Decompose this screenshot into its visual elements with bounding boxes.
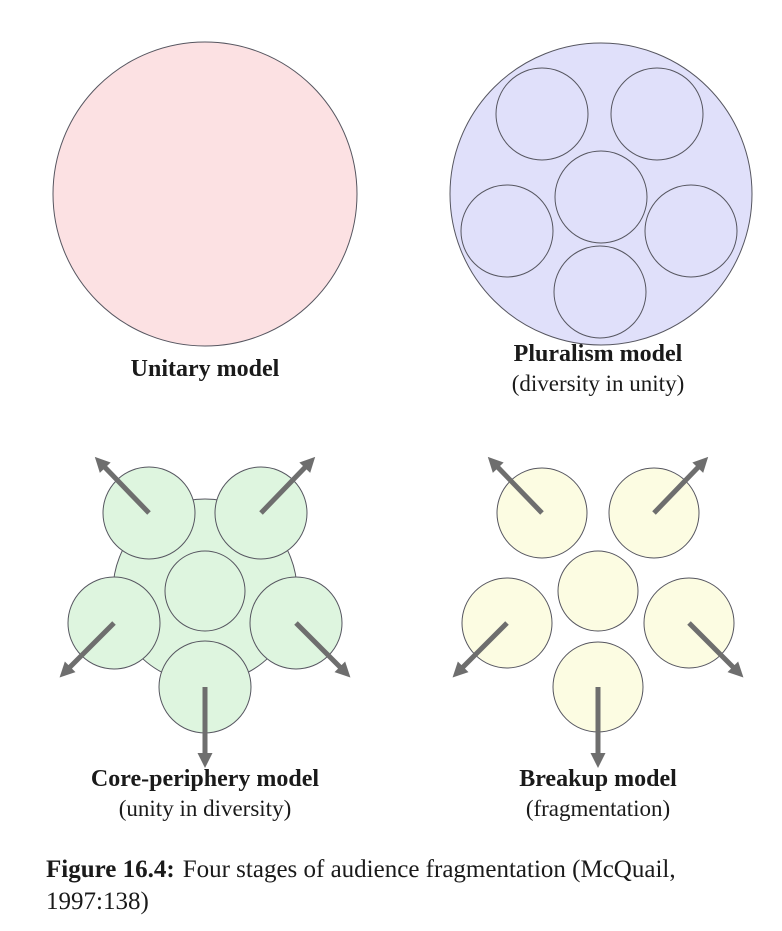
pluralism-subgroup-circle [554,150,648,244]
label-core-periphery-model: Core-periphery model (unity in diversity… [50,764,360,824]
panel-subtitle-breakup: (fragmentation) [525,796,671,821]
label-unitary-model: Unitary model [50,354,360,384]
pluralism-subgroup-circle [553,245,647,339]
panel-subtitle-pluralism: (diversity in unity) [511,371,685,396]
breakup-model-diagram [452,456,744,768]
pluralism-model-diagram [449,42,753,346]
outward-arrow-down [590,687,606,768]
outward-arrow-down-right [687,621,744,678]
panel-title-core-periphery: Core-periphery model [90,766,320,792]
label-breakup-model: Breakup model (fragmentation) [443,764,753,824]
core-periphery-model-diagram [59,456,351,768]
pluralism-subgroup-circle [610,67,704,161]
outward-arrow-up-left [94,456,151,515]
outward-arrow-up-left [487,456,544,515]
diagram-canvas [52,41,753,768]
caption-text: Four stages of audience fragmentation (M… [182,856,676,883]
caption-line-2: 1997:138) [46,888,149,915]
caption-line-1: Figure 16.4: Four stages of audience frag… [46,854,746,886]
unitary-model-diagram [52,41,358,347]
label-pluralism-model: Pluralism model (diversity in unity) [443,339,753,399]
outward-arrow-up-right [652,456,709,515]
outward-arrow-down [197,687,213,768]
caption-figure-number: Figure 16.4: [46,856,175,883]
unitary-audience-circle [52,41,358,347]
panel-title-pluralism: Pluralism model [513,341,683,367]
figure-caption: Figure 16.4: Four stages of audience frag… [46,854,746,918]
panel-subtitle-core-periphery: (unity in diversity) [118,796,292,821]
pluralism-subgroup-circle [495,67,589,161]
outward-arrow-up-right [259,456,316,515]
fragment-center-circle [557,550,639,632]
panel-title-unitary: Unitary model [130,356,280,382]
panel-title-breakup: Breakup model [519,766,677,792]
core-center-circle [164,550,246,632]
pluralism-subgroup-circle [644,184,738,278]
pluralism-subgroup-circle [460,184,554,278]
